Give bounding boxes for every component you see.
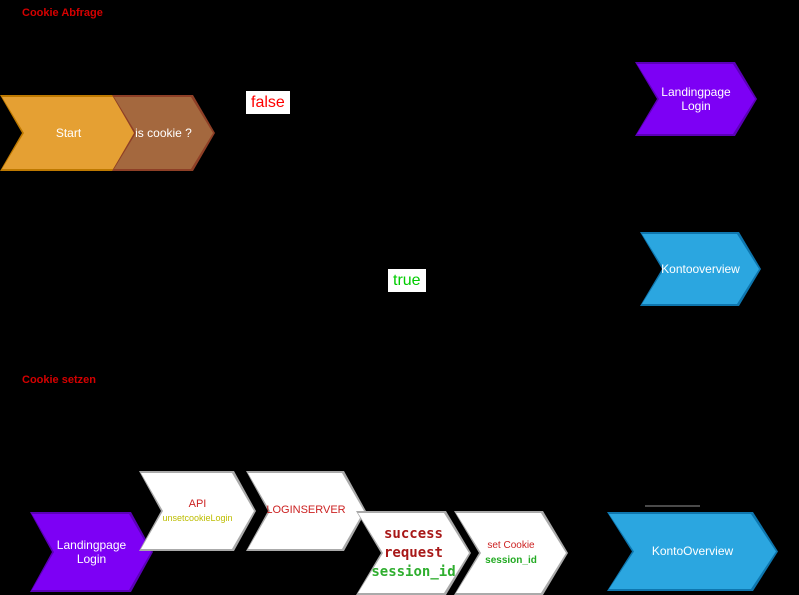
node-landingpage-login-bottom-line2: Login [76,552,107,566]
node-is-cookie[interactable]: is cookie ? [112,95,215,171]
connector-line [645,505,700,507]
node-success-request[interactable]: success request session_id [356,511,471,595]
edge-label-false: false [246,91,290,115]
node-landingpage-login-top-line2: Login [681,99,711,113]
node-success-request-line3: session_id [371,563,456,580]
node-kontooverview-bottom-shape [609,514,776,589]
node-api-line1: API [188,498,207,510]
node-loginserver-label: LOGINSERVER [266,504,346,517]
node-kontooverview-bottom[interactable]: KontoOverview [607,512,778,591]
edge-label-true-text: true [393,272,421,289]
node-set-cookie[interactable]: set Cookie session_id [454,511,568,595]
node-kontooverview-top-label: Kontooverview [661,261,740,276]
section-title-cookie-setzen: Cookie setzen [22,374,96,386]
node-set-cookie-line2: session_id [485,554,537,566]
edge-label-false-text: false [251,94,285,111]
node-landingpage-login-bottom-line1: Landingpage [56,537,127,552]
node-api[interactable]: API unsetcookieLogin [139,471,256,551]
edge-label-true: true [388,269,426,293]
node-is-cookie-label: is cookie ? [135,125,192,140]
section-title-cookie-abfrage: Cookie Abfrage [22,7,103,19]
node-start-label: Start [55,125,82,140]
node-api-line2: unsetcookieLogin [162,513,233,524]
node-landingpage-login-top[interactable]: Landingpage Login [635,62,757,136]
node-success-request-line1: success [383,525,443,542]
node-kontooverview-top[interactable]: Kontooverview [640,232,761,306]
node-start[interactable]: Start [0,95,137,171]
node-success-request-line2: request [383,544,443,561]
node-kontooverview-bottom-label: KontoOverview [651,544,734,559]
node-set-cookie-line1: set Cookie [487,539,535,551]
node-loginserver[interactable]: LOGINSERVER [246,471,366,551]
node-landingpage-login-bottom[interactable]: Landingpage Login [30,512,153,592]
node-start-shape [2,97,135,169]
node-landingpage-login-top-line1: Landingpage [661,84,731,99]
